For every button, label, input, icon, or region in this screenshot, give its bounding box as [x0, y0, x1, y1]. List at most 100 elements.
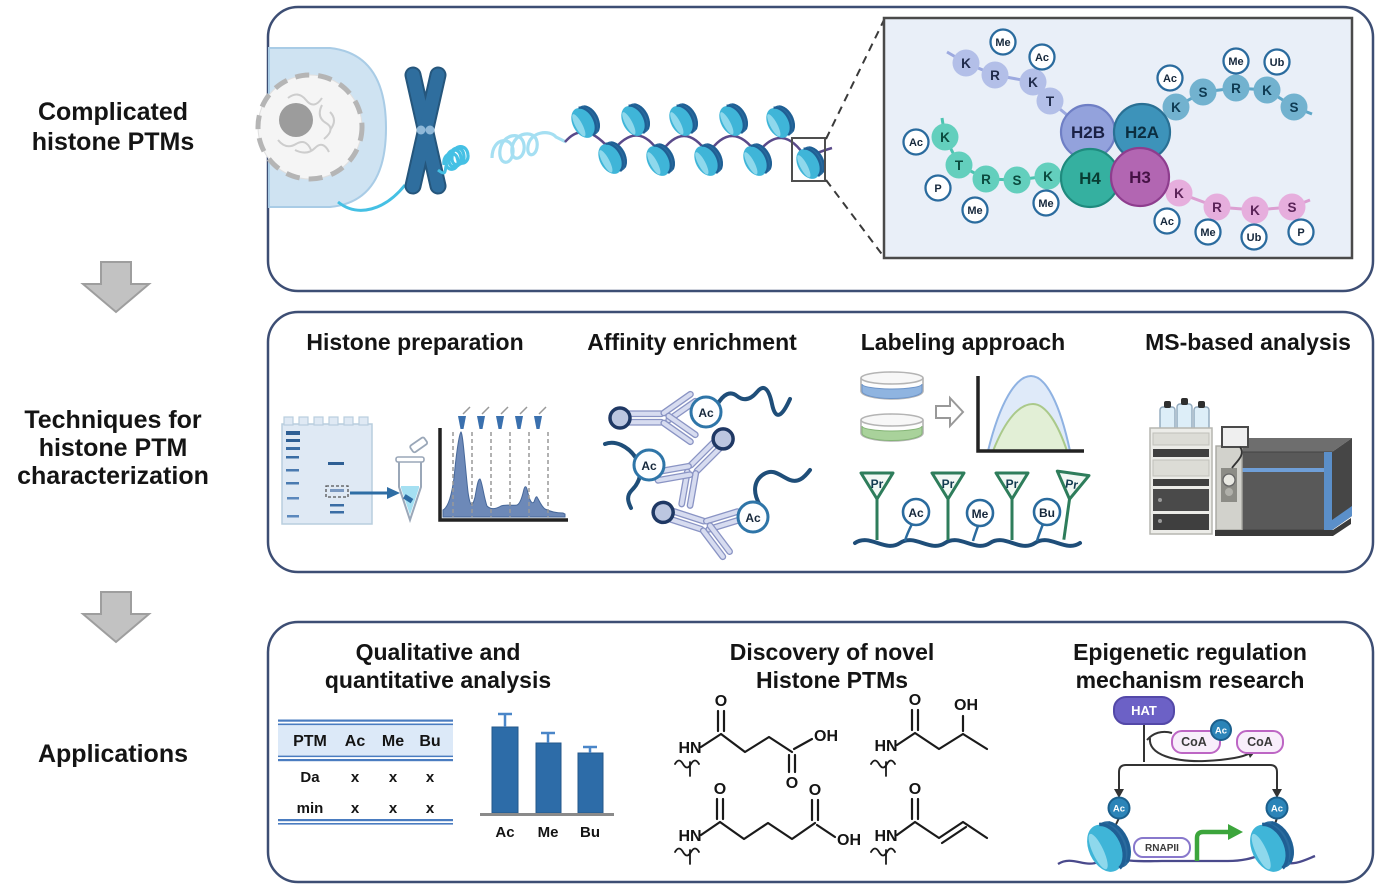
chem-o-label: O: [714, 781, 726, 798]
error-bars: [498, 712, 597, 753]
ptm-circle-label: Me: [972, 507, 989, 521]
app1-title-line2: quantitative analysis: [325, 667, 551, 693]
technique-header-3: Labeling approach: [861, 329, 1065, 355]
mod-circle: Ac: [1035, 52, 1049, 64]
panel-applications: [266, 620, 1375, 884]
bar-bu: [577, 752, 604, 814]
antibody-fc-circle: [651, 500, 675, 525]
chromosome-icon: [404, 66, 447, 195]
coa-box: [1171, 730, 1221, 754]
residue-bead: K: [940, 130, 950, 145]
hat-label: HAT: [1131, 703, 1157, 718]
excision-arrowhead: [387, 487, 400, 499]
antibody-icon: [652, 427, 735, 510]
table-cell: Da: [300, 769, 320, 786]
histone-circle-h4: H4: [1079, 169, 1101, 188]
bar-label: Me: [538, 824, 559, 841]
residue-bead: S: [1198, 85, 1207, 100]
chem-hn-label: HN: [678, 740, 701, 757]
chem-oh-label: OH: [954, 697, 978, 714]
residue-bead: K: [1262, 83, 1272, 98]
chem-o-label: O: [909, 781, 921, 798]
mod-circle: Me: [995, 37, 1010, 49]
residue-bead: R: [990, 68, 1000, 83]
ptm-circle-icon: Bu: [1032, 497, 1062, 542]
table-cell: x: [389, 769, 398, 786]
pr-flag-icon: Pr: [994, 471, 1030, 540]
mod-circle: Me: [1038, 198, 1053, 210]
ptm-circle-label: Ac: [908, 506, 924, 520]
band-selection-box: [325, 485, 349, 498]
mass-spec-icon: [1215, 426, 1352, 536]
histone-circle-h2a: H2A: [1125, 123, 1159, 142]
residue-bead: S: [1287, 200, 1296, 215]
hat-box: [1113, 696, 1175, 725]
bar-chart: Ac Me Bu: [480, 712, 614, 841]
table-cell: x: [426, 769, 435, 786]
coa-box: [1236, 730, 1284, 754]
stage1-label-line2: histone PTMs: [32, 128, 195, 156]
stage3-label: Applications: [38, 740, 188, 768]
ac-tag-label: Ac: [745, 511, 761, 525]
chem-oh-label: OH: [814, 728, 838, 745]
petri-dish-icon: [860, 413, 924, 442]
chromatin-squiggles: [277, 93, 335, 154]
technique-header-1: Histone preparation: [306, 329, 523, 355]
h3-tail: K R K S Ac Me Ub P: [1153, 179, 1315, 251]
data-table: PTM Ac Me Bu Da x x x min x x x: [278, 719, 453, 825]
pr-flag-icon: Pr: [930, 471, 966, 540]
down-arrow-icon: [80, 591, 152, 644]
app3-title-line2: mechanism research: [1076, 667, 1305, 693]
mod-circle: Ac: [909, 137, 923, 149]
stage2-label-line1: Techniques for: [24, 406, 202, 434]
residue-bead: R: [981, 172, 991, 187]
chem-oh-label: OH: [837, 832, 861, 849]
coa-label: CoA: [1181, 735, 1207, 749]
residue-bead: T: [955, 158, 964, 173]
mod-circle: Me: [1228, 56, 1243, 68]
pr-flag-label: Pr: [942, 477, 955, 491]
branch-arrowhead: [1114, 789, 1124, 798]
hplc-icon: [1149, 398, 1213, 535]
table-header-cell: Ac: [345, 733, 366, 750]
stage2-label-line2: histone PTM: [39, 434, 188, 462]
chem-hn-label: HN: [874, 738, 897, 755]
bar-me: [535, 742, 562, 814]
ac-badge: [1210, 719, 1232, 741]
chromatogram-icon: [438, 406, 568, 522]
mod-circle: Ac: [1160, 216, 1174, 228]
residue-bead: K: [1250, 203, 1260, 218]
mod-circle: Me: [967, 205, 982, 217]
chem-hn-label: HN: [678, 828, 701, 845]
petri-dish-icon: [860, 371, 924, 400]
app2-title-line2: Histone PTMs: [756, 667, 908, 693]
bar-ac: [491, 726, 519, 814]
app3-title-line1: Epigenetic regulation: [1073, 639, 1307, 665]
peptide-backbone: [853, 538, 1082, 548]
ac-tag-circle: [736, 500, 770, 534]
ac-tag-circle: [689, 395, 723, 429]
residue-bead: K: [1174, 186, 1184, 201]
h4-tail: K T R S K Ac P Me Me: [902, 123, 1062, 224]
table-header-cell: Me: [382, 733, 404, 750]
ptm-circle-label: Bu: [1039, 506, 1055, 520]
down-arrow-icon: [80, 261, 152, 314]
chem-o-label: O: [809, 782, 821, 799]
mod-circle: Ub: [1247, 232, 1262, 244]
h2b-tail: K R K T Me Ac: [952, 28, 1064, 115]
fraction-vials: [458, 406, 547, 429]
mod-circle: P: [934, 183, 941, 195]
table-cell: x: [351, 769, 360, 786]
ac-badge-label: Ac: [1215, 726, 1227, 737]
residue-bead: S: [1012, 173, 1021, 188]
pr-flag-label: Pr: [871, 477, 884, 491]
antibody-icon: [651, 500, 745, 562]
baseline: [480, 813, 614, 816]
chem-structure-labels: HN O O OH HN O OH HN O O OH HN O: [678, 692, 978, 849]
residue-bead: R: [1212, 200, 1222, 215]
epigenetic-diagram: HAT CoA Ac CoA Ac Ac RNAPII: [1057, 696, 1316, 880]
residue-bead: K: [1028, 75, 1038, 90]
app1-title-line1: Qualitative and: [356, 639, 521, 665]
zoom-box: [791, 137, 826, 182]
